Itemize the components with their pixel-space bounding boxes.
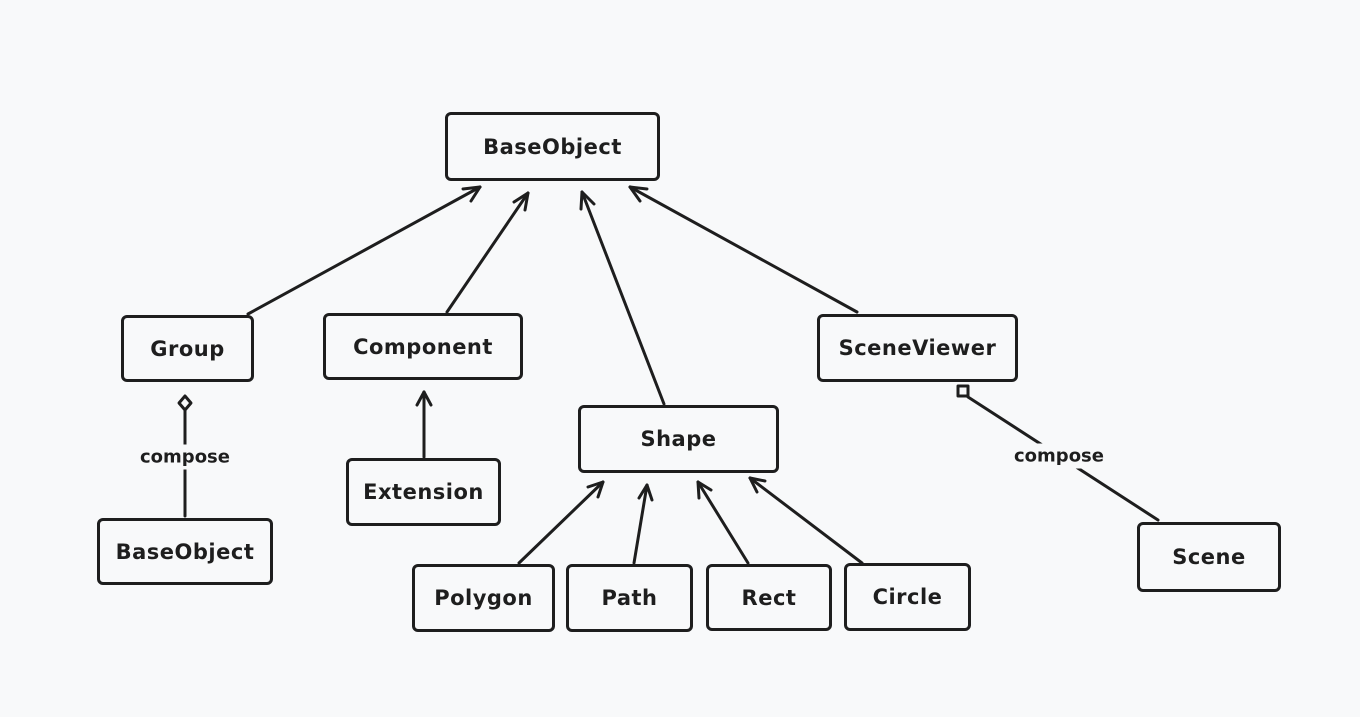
class-node-component[interactable]: Component [323, 313, 523, 380]
edge-polygon-to-shape [517, 480, 605, 565]
class-name: BaseObject [483, 134, 622, 159]
edge-extension-to-component [415, 390, 433, 459]
edge-shape-to-baseobject [579, 190, 666, 406]
class-node-baseobject-child[interactable]: BaseObject [97, 518, 273, 585]
class-name: Shape [640, 427, 717, 451]
edge-path-to-shape [632, 483, 654, 565]
class-name: Component [353, 334, 493, 359]
class-node-circle[interactable]: Circle [844, 563, 971, 631]
class-name: Rect [741, 585, 797, 610]
edge-group-to-baseobject [246, 185, 482, 316]
class-name: Extension [363, 480, 484, 504]
class-name: SceneViewer [838, 336, 997, 360]
edge-label-compose-group: compose [136, 444, 234, 470]
edge-sceneviewer-to-baseobject [628, 185, 859, 314]
class-name: Circle [872, 585, 943, 609]
class-name: Group [150, 336, 225, 361]
class-node-sceneviewer[interactable]: SceneViewer [817, 314, 1018, 382]
class-node-baseobject[interactable]: BaseObject [445, 112, 660, 181]
edge-rect-to-shape [696, 480, 750, 565]
class-node-extension[interactable]: Extension [346, 458, 501, 526]
class-node-scene[interactable]: Scene [1137, 522, 1281, 592]
class-name: Polygon [434, 586, 533, 610]
class-name: Scene [1172, 545, 1246, 569]
class-name: Path [601, 586, 658, 610]
class-node-polygon[interactable]: Polygon [412, 564, 555, 632]
class-node-group[interactable]: Group [121, 315, 254, 382]
edge-label-compose-scene: compose [1010, 443, 1108, 469]
edge-component-to-baseobject [445, 191, 530, 314]
class-node-rect[interactable]: Rect [706, 564, 832, 631]
edge-circle-to-shape [748, 476, 864, 565]
class-name: BaseObject [115, 539, 255, 564]
class-node-path[interactable]: Path [566, 564, 693, 632]
class-node-shape[interactable]: Shape [578, 405, 779, 473]
